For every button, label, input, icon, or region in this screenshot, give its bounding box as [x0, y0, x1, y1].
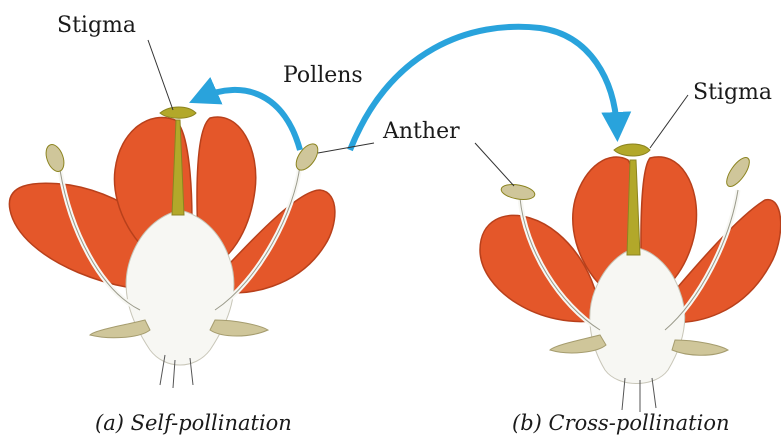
self-pollination-flower	[9, 107, 335, 388]
stigma-label-right: Stigma	[693, 82, 772, 104]
anther-right	[723, 154, 754, 190]
leader-anther-left	[318, 143, 374, 153]
stigma	[160, 107, 196, 118]
caption-self-pollination: (a) Self-pollination	[95, 413, 292, 434]
sepal-right	[210, 320, 268, 336]
cross-pollination-flower	[480, 144, 781, 412]
leader-stigma-right	[650, 95, 688, 148]
anther-label: Anther	[383, 121, 460, 143]
anther-left	[43, 142, 68, 174]
leader-stigma-left	[148, 40, 173, 110]
leader-anther-right	[475, 143, 514, 186]
pollens-label: Pollens	[283, 65, 363, 87]
stigma-label-left: Stigma	[57, 15, 136, 37]
caption-cross-pollination: (b) Cross-pollination	[512, 413, 730, 434]
sepal-right	[672, 340, 728, 355]
anther-left	[500, 182, 536, 202]
stigma	[614, 144, 650, 156]
